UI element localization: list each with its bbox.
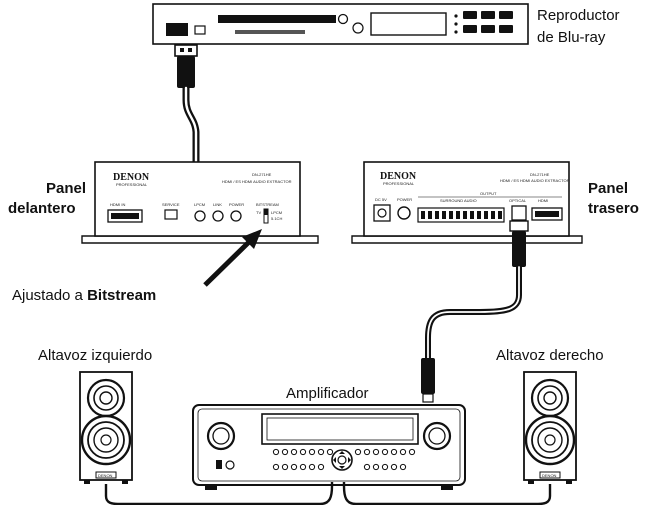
front-service-label: SERVICE [162, 202, 180, 207]
rear-model-sub: HDMI / ES HDMI AUDIO EXTRACTOR [500, 178, 570, 183]
bitstream-arrow [203, 229, 262, 287]
set-to-prefix: Ajustado a [12, 287, 88, 304]
left-speaker: DENON [79, 371, 133, 484]
rear-panel-device: DENON PROFESSIONAL DN-271HE HDMI / ES HD… [351, 161, 583, 244]
front-power-label: POWER [229, 202, 244, 207]
rear-brand: DENON [380, 171, 417, 182]
rear-output-label: OUTPUT [480, 191, 497, 196]
front-brand: DENON [113, 172, 150, 183]
front-bitstream-label: BITSTREAM [256, 202, 279, 207]
front-panel-label-line2: delantero [8, 200, 76, 217]
front-model: DN-271HE [252, 172, 272, 177]
front-link-label: LINK [213, 202, 222, 207]
bluray-player [152, 3, 529, 45]
front-brand-sub: PROFESSIONAL [116, 182, 148, 187]
set-to-label: Ajustado a Bitstream [12, 287, 156, 304]
speaker-wires [104, 482, 552, 506]
rear-panel-label-line2: trasero [588, 200, 639, 217]
rear-hdmi-label: HDMI [538, 198, 548, 203]
left-speaker-label: Altavoz izquierdo [38, 347, 153, 364]
rear-brand-sub: PROFESSIONAL [383, 181, 415, 186]
right-speaker-badge: DENON [542, 473, 557, 478]
right-speaker: DENON [523, 371, 577, 484]
rear-dc-label: DC 5V [375, 197, 387, 202]
bluray-label-line2: de Blu-ray [537, 29, 606, 46]
bluray-label-line1: Reproductor [537, 7, 620, 24]
rear-power-label: POWER [397, 197, 412, 202]
rear-surround-label: SURROUND AUDIO [440, 198, 477, 203]
set-to-value: Bitstream [87, 287, 157, 304]
left-speaker-badge: DENON [98, 473, 113, 478]
optical-cable [421, 220, 529, 403]
front-hdmi-in-label: HDMI IN [110, 202, 125, 207]
front-51ch-label: 5.1CH [271, 216, 282, 221]
amplifier-label: Amplificador [286, 385, 369, 402]
front-lpcm-switch-label: LPCM [271, 210, 282, 215]
front-lpcm-label: LPCM [194, 202, 205, 207]
rear-model: DN-271HE [530, 172, 550, 177]
front-panel-device: DENON PROFESSIONAL DN-271HE HDMI / ES HD… [81, 161, 319, 244]
amplifier [192, 404, 466, 490]
front-panel-label-line1: Panel [46, 180, 87, 197]
front-tv-label: TV [256, 210, 261, 215]
right-speaker-label: Altavoz derecho [496, 347, 604, 364]
front-model-sub: HDMI / ES HDMI AUDIO EXTRACTOR [222, 179, 292, 184]
rear-panel-label-line1: Panel [588, 180, 629, 197]
rear-optical-label: OPTICAL [509, 198, 527, 203]
